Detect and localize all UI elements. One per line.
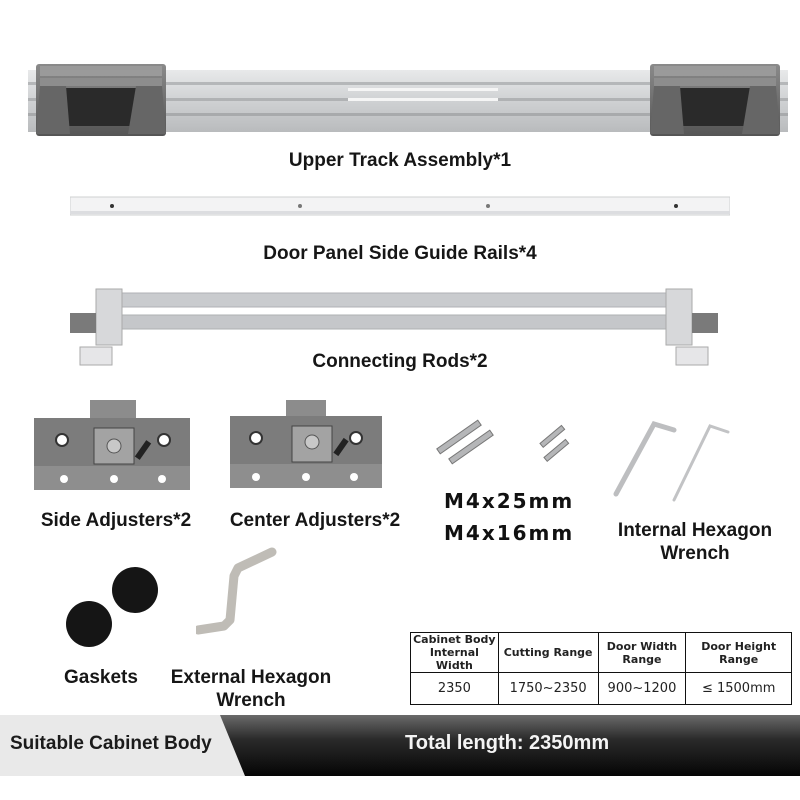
screw-size-label-2: M4x16mm xyxy=(444,521,575,545)
connecting-rods-illustration xyxy=(70,288,718,366)
header-cutting-range: Cutting Range xyxy=(497,632,599,673)
upper-track-image xyxy=(28,60,788,138)
screws-image xyxy=(432,418,582,470)
table-row: 2350 1750~2350 900~1200 ≤ 1500mm xyxy=(410,672,792,705)
upper-track-label: Upper Track Assembly*1 xyxy=(288,150,512,171)
internal-wrench-label-line1: Internal Hexagon xyxy=(617,520,773,541)
gaskets-label: Gaskets xyxy=(64,667,138,688)
cell-door-width: 900~1200 xyxy=(597,672,687,705)
connecting-rods-label: Connecting Rods*2 xyxy=(312,351,488,372)
gasket-icon-2 xyxy=(66,601,112,647)
external-wrench-image xyxy=(184,546,280,640)
guide-rail-illustration xyxy=(69,196,731,216)
external-wrench-label-line1: External Hexagon xyxy=(170,667,332,688)
bottom-banner: Suitable Cabinet Body Total length: 2350… xyxy=(0,715,800,776)
center-adjuster-image xyxy=(228,400,384,492)
connecting-rods-image xyxy=(66,285,722,367)
side-adjusters-label: Side Adjusters*2 xyxy=(40,510,192,531)
total-length-label: Total length: 2350mm xyxy=(405,732,610,754)
cell-door-height: ≤ 1500mm xyxy=(685,672,792,705)
screw-size-label-1: M4x25mm xyxy=(444,489,575,513)
guide-rails-label: Door Panel Side Guide Rails*4 xyxy=(263,243,537,264)
side-adjuster-image xyxy=(32,400,192,492)
cell-cutting-range: 1750~2350 xyxy=(497,672,599,705)
internal-wrench-label-line2: Wrench xyxy=(660,543,730,564)
upper-track-illustration xyxy=(28,64,788,136)
external-wrench-label-line2: Wrench xyxy=(216,690,286,711)
suitable-cabinet-body-label: Suitable Cabinet Body xyxy=(10,733,212,754)
internal-wrench-image xyxy=(612,418,742,502)
banner-dark-panel xyxy=(220,715,800,776)
guide-rail-image xyxy=(69,196,731,218)
gasket-icon-1 xyxy=(112,567,158,613)
cell-internal-width: 2350 xyxy=(410,672,499,705)
center-adjusters-label: Center Adjusters*2 xyxy=(229,510,401,531)
